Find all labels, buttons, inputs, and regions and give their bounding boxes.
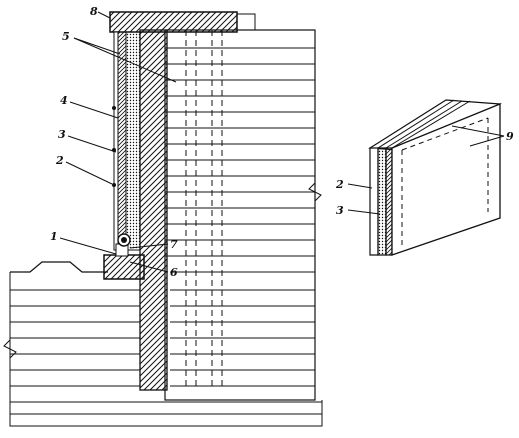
label-1: 1 (50, 230, 58, 243)
outer-facing-layer (117, 31, 127, 251)
label-6: 6 (170, 266, 178, 279)
panel-skin-2 (369, 147, 379, 256)
load-bearing-layer (139, 29, 168, 391)
outer-skin (113, 31, 119, 251)
top-cap-slab (109, 11, 238, 33)
label-7: 7 (170, 238, 178, 251)
panel-label-2: 2 (335, 178, 344, 191)
label-5: 5 (62, 30, 70, 43)
label-4: 4 (60, 94, 68, 107)
panel-labels: 9 2 3 (335, 130, 514, 217)
wall-labels: 8 5 4 3 2 1 7 6 (50, 5, 178, 279)
label-8: 8 (90, 5, 98, 18)
panel-insulation-3 (377, 147, 387, 256)
label-3: 3 (58, 128, 66, 141)
panel-detail (368, 99, 502, 256)
panel-leader-lines (347, 125, 505, 215)
panel-face (391, 103, 501, 256)
dashed-guide-lines (185, 30, 223, 390)
masonry-wall (164, 13, 322, 401)
panel-label-3: 3 (336, 204, 344, 217)
wall-section (3, 11, 323, 427)
bottom-support-detail (103, 233, 145, 280)
fastener-points (112, 106, 116, 187)
label-2: 2 (55, 154, 64, 167)
leader-lines (59, 11, 177, 273)
insulation-layer (125, 31, 141, 251)
panel-back-layer (385, 147, 393, 256)
foundation-masonry (3, 261, 323, 427)
panel-label-9: 9 (506, 130, 514, 143)
